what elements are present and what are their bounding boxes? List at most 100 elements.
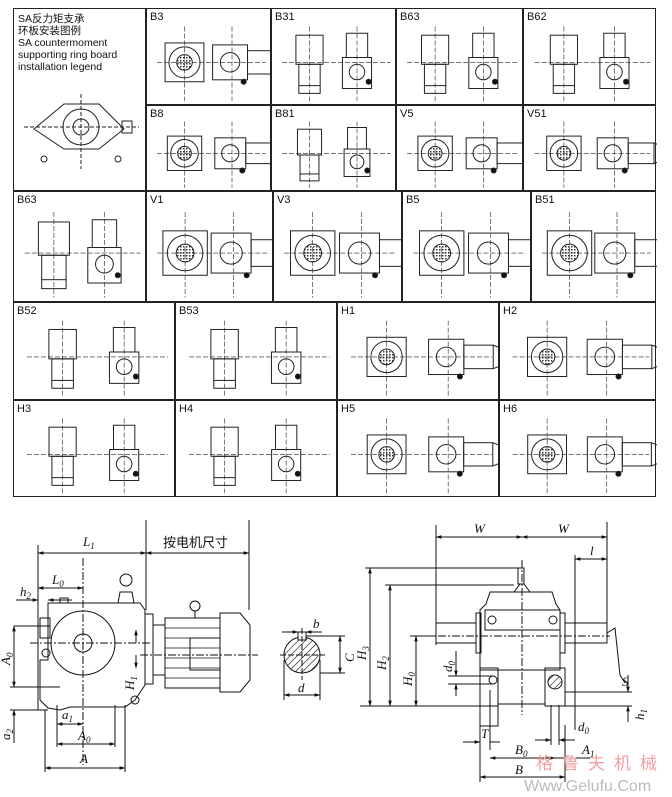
dim-S: S [622, 674, 629, 689]
dimension-labels: L1 按电机尺寸 L0 h2 A0 a2 a1 A0 A H1 b C d W … [0, 521, 649, 777]
mounting-position-b81: B81 [271, 105, 396, 191]
mounting-position-b5: B5 [402, 191, 532, 302]
mounting-position-label: B53 [179, 305, 199, 317]
mounting-position-h6: H6 [499, 400, 657, 497]
dim-W-right: W [558, 521, 570, 536]
gearbox-mounting-sketch [284, 211, 403, 298]
mounting-position-label: V51 [527, 108, 547, 120]
dim-A1: A1 [581, 742, 594, 759]
mounting-position-b52: B52 [13, 302, 175, 400]
mounting-position-b53: B53 [175, 302, 337, 400]
mounting-position-label: B5 [406, 194, 420, 206]
legend-title-en-1: SA countermoment [18, 37, 108, 49]
mounting-position-b3: B3 [146, 8, 272, 105]
gearbox-mounting-sketch [24, 211, 141, 298]
mounting-position-h3: H3 [13, 400, 175, 497]
mounting-position-v51: V51 [523, 105, 657, 191]
dim-A0-horizontal: A0 [77, 728, 91, 745]
mounting-position-label: B3 [150, 11, 164, 23]
mounting-position-h1: H1 [337, 302, 500, 400]
mounting-position-h5: H5 [337, 400, 500, 497]
legend-title-cn-2: 环板安装图例 [18, 25, 81, 37]
watermark-cn: 格鲁夫机械 [536, 754, 666, 774]
mounting-position-label: B81 [275, 108, 295, 120]
dimension-drawing: L1 按电机尺寸 L0 h2 A0 a2 a1 A0 A H1 b C d W … [0, 520, 649, 782]
mounting-position-v5: V5 [396, 105, 524, 191]
dim-B0: B0 [515, 742, 528, 759]
dim-d0-vertical: d0 [440, 661, 457, 673]
dim-H3: H3 [354, 646, 371, 661]
legend-title-en-2: supporting ring board [18, 49, 118, 61]
dim-A0-vertical: A0 [0, 652, 15, 666]
mounting-position-label: B52 [17, 305, 37, 317]
installation-legend-grid: SA反力矩支承 环板安装图例 SA countermoment supporti… [13, 8, 657, 497]
gearbox-mounting-sketch [350, 418, 500, 494]
gearbox-mounting-sketch [282, 26, 391, 102]
mounting-position-b8: B8 [146, 105, 272, 191]
legend-cell: SA反力矩支承 环板安装图例 SA countermoment supporti… [13, 8, 146, 191]
mounting-position-label: B63 [400, 11, 420, 23]
legend-title-cn-1: SA反力矩支承 [18, 13, 85, 25]
dim-A: A [79, 751, 88, 766]
dim-H0: H0 [400, 672, 417, 687]
gearbox-mounting-sketch [26, 418, 168, 494]
gearbox-mounting-sketch [407, 26, 518, 102]
gearbox-mounting-sketch [282, 121, 391, 188]
mounting-position-label: H2 [503, 305, 518, 317]
mounting-position-b51: B51 [531, 191, 657, 302]
dim-a1: a1 [62, 707, 73, 724]
mounting-position-label: V3 [277, 194, 291, 206]
mounting-position-label: B31 [275, 11, 295, 23]
dim-a2: a2 [0, 729, 15, 741]
dim-H2: H2 [374, 656, 391, 671]
gearbox-mounting-sketch [188, 418, 330, 494]
mounting-position-b63: B63 [13, 191, 146, 302]
gearbox-mounting-sketch [407, 121, 524, 188]
mounting-position-label: H4 [179, 403, 194, 415]
dim-B: B [515, 762, 523, 777]
gearbox-mounting-sketch [413, 211, 532, 298]
legend-title-en-3: installation legend [18, 61, 103, 73]
mounting-position-v3: V3 [273, 191, 403, 302]
dim-motor-size: 按电机尺寸 [163, 535, 228, 550]
countermoment-ring-sketch [24, 94, 139, 169]
gearbox-mounting-sketch [188, 320, 330, 397]
legend-text: SA反力矩支承 环板安装图例 SA countermoment supporti… [18, 13, 117, 73]
mounting-position-label: B62 [527, 11, 547, 23]
dim-W-left: W [474, 521, 486, 536]
dim-H1: H1 [122, 676, 139, 691]
mounting-position-v1: V1 [146, 191, 274, 302]
mounting-position-label: H1 [341, 305, 356, 317]
dim-L1: L1 [82, 534, 95, 551]
mounting-position-b63: B63 [396, 8, 523, 105]
gearbox-mounting-sketch [534, 121, 657, 188]
mounting-position-label: B8 [150, 108, 164, 120]
gearbox-mounting-sketch [512, 418, 657, 494]
dim-L0: L0 [51, 572, 64, 589]
front-view [360, 522, 632, 782]
dim-h2: h2 [20, 584, 32, 601]
gearbox-mounting-sketch [512, 320, 657, 397]
dim-h1: h1 [632, 709, 649, 720]
gearbox-mounting-sketch [542, 211, 657, 298]
side-view [10, 520, 345, 772]
dim-l: l [590, 543, 594, 558]
dim-C: C [342, 653, 357, 662]
dim-d0-horizontal: d0 [578, 719, 590, 736]
mounting-position-b31: B31 [271, 8, 396, 105]
dim-d: d [298, 680, 305, 695]
gearbox-mounting-sketch [157, 211, 274, 298]
mounting-position-h2: H2 [499, 302, 657, 400]
dim-T: T [481, 726, 489, 741]
mounting-position-label: H5 [341, 403, 356, 415]
gearbox-mounting-sketch [26, 320, 168, 397]
dim-b: b [313, 616, 320, 631]
gearbox-mounting-sketch [350, 320, 500, 397]
mounting-position-b62: B62 [523, 8, 656, 105]
mounting-position-label: B63 [17, 194, 37, 206]
mounting-position-h4: H4 [175, 400, 337, 497]
mounting-position-label: H6 [503, 403, 518, 415]
mounting-position-label: H3 [17, 403, 32, 415]
gearbox-mounting-sketch [157, 26, 272, 102]
gearbox-mounting-sketch [157, 121, 272, 188]
